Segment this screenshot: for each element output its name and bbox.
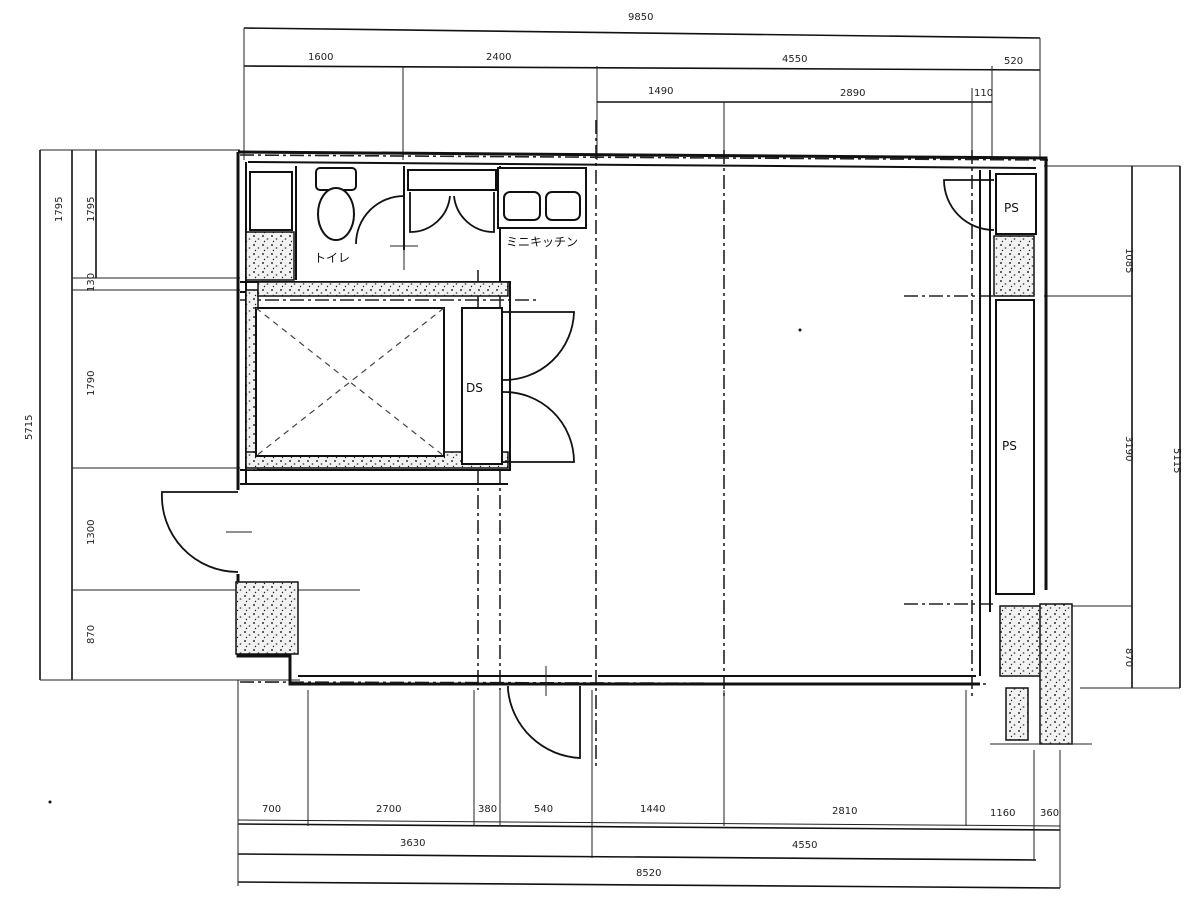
mini-kitchen-label: ミニキッチン [506, 235, 578, 249]
toilet-room: トイレ [249, 167, 418, 270]
dim-bottom-3: 380 [478, 804, 497, 815]
dim-second-3: 110 [974, 88, 993, 99]
dim-right-3: 870 [1123, 648, 1134, 667]
dim-left-5: 870 [86, 625, 97, 644]
dim-overall-top: 9850 [628, 12, 653, 23]
dim-bottom-4: 540 [534, 804, 553, 815]
ps-shafts: PS PS [943, 173, 1037, 595]
bottom-dimensions: 700 2700 380 540 1440 2810 1160 360 3630… [237, 680, 1061, 889]
toilet-label: トイレ [314, 251, 350, 265]
dim-right-2: 3190 [1123, 436, 1134, 461]
left-dimensions: 1795 1795 130 1790 1300 870 5715 [24, 149, 360, 681]
dim-top-2: 2400 [486, 52, 511, 63]
dim-left-1: 1795 [54, 197, 65, 222]
dim-second-1: 1490 [648, 86, 673, 97]
dim-bottom-7: 1160 [990, 808, 1015, 819]
ds-shaft: DS [461, 307, 575, 465]
dim-bottom-6: 2810 [832, 806, 857, 817]
dim-bottom-8: 360 [1040, 808, 1059, 819]
dim-bottom-2: 2700 [376, 804, 401, 815]
dim-bottom-mid-2: 4550 [792, 840, 817, 851]
dim-bottom-1: 700 [262, 804, 281, 815]
dim-overall-bottom: 8520 [636, 868, 661, 879]
dim-left-2: 130 [86, 273, 97, 292]
top-dimensions: 9850 1600 2400 4550 520 1490 2890 110 [243, 12, 1041, 160]
dim-top-3: 4550 [782, 54, 807, 65]
dim-left-3: 1790 [86, 371, 97, 396]
dim-left-1b: 1795 [86, 197, 97, 222]
dim-top-1: 1600 [308, 52, 333, 63]
dim-second-2: 2890 [840, 88, 865, 99]
doors [161, 491, 1092, 759]
dim-top-4: 520 [1004, 56, 1023, 67]
centre-mark [798, 328, 802, 332]
columns [235, 231, 1073, 745]
right-dimensions: 1085 3190 870 5115 [1044, 165, 1182, 689]
dim-bottom-mid-1: 3630 [400, 838, 425, 849]
dim-left-overall: 5715 [24, 415, 35, 440]
ds-label: DS [466, 381, 483, 395]
kitchen-area: ミニキッチン [407, 167, 587, 249]
dim-right-overall: 5115 [1171, 448, 1182, 473]
dim-bottom-5: 1440 [640, 804, 665, 815]
ps-lower-label: PS [1002, 439, 1017, 453]
elevator-shaft [255, 307, 445, 457]
dim-right-1: 1085 [1123, 248, 1134, 273]
ps-upper-label: PS [1004, 201, 1019, 215]
stray-mark [48, 800, 52, 804]
dim-left-4: 1300 [86, 520, 97, 545]
